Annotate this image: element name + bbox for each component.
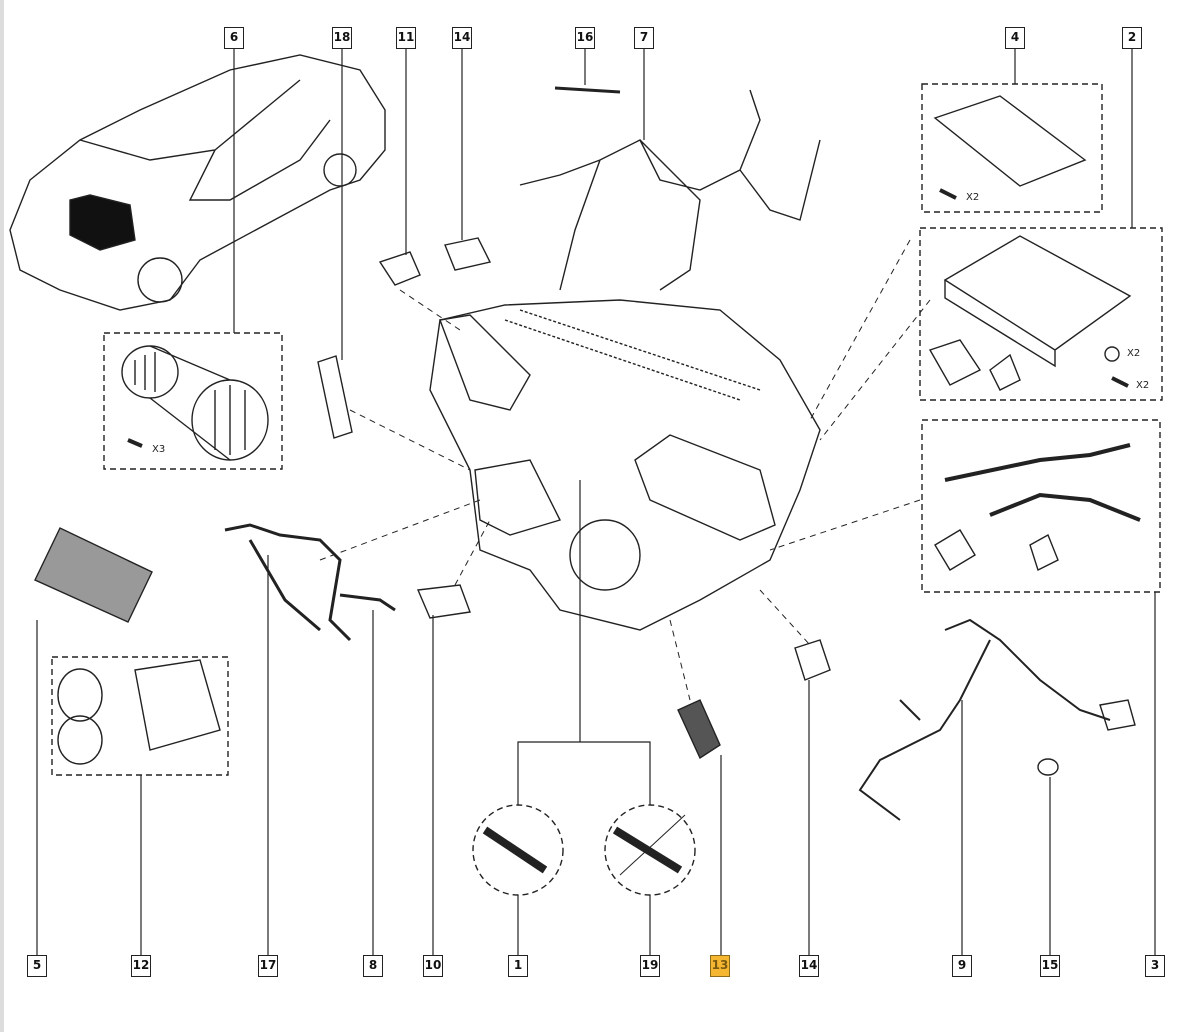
- quantity-label-part2-screws: X2: [1136, 380, 1150, 391]
- callout-8[interactable]: 8: [363, 955, 383, 977]
- callout-19[interactable]: 19: [640, 955, 660, 977]
- image-border: [0, 0, 4, 1032]
- part-12-box: [51, 656, 229, 776]
- part-4-box: [921, 83, 1103, 213]
- callout-7[interactable]: 7: [634, 27, 654, 49]
- cabin-filter-5-part: [34, 527, 153, 623]
- callout-11[interactable]: 11: [396, 27, 416, 49]
- wiring-harness-7-part: [519, 89, 821, 291]
- hose-17-part: [224, 523, 352, 642]
- blower-control-module-13-part: [677, 699, 721, 760]
- callout-13-highlighted[interactable]: 13: [710, 955, 730, 977]
- callout-5[interactable]: 5: [27, 955, 47, 977]
- callout-9[interactable]: 9: [952, 955, 972, 977]
- actuator-14b-part: [794, 639, 831, 681]
- hoses-3-part: [944, 443, 1141, 522]
- callout-17[interactable]: 17: [258, 955, 278, 977]
- callout-3[interactable]: 3: [1145, 955, 1165, 977]
- car-illustration: [9, 54, 386, 311]
- heater-element-4-part: [933, 95, 1087, 187]
- actuator-11-part: [378, 251, 421, 286]
- callout-2[interactable]: 2: [1122, 27, 1142, 49]
- resistor-10-part: [416, 584, 471, 619]
- callout-16[interactable]: 16: [575, 27, 595, 49]
- part-3-box: [921, 419, 1161, 593]
- wiring-harness-9-part: [858, 618, 1111, 821]
- filter-element-part: [317, 355, 353, 439]
- part-2-box: [919, 227, 1163, 401]
- part-6-box: [103, 332, 283, 470]
- quantity-label-part4-screws: X2: [966, 192, 980, 203]
- callout-14-bottom[interactable]: 14: [799, 955, 819, 977]
- quantity-label-part2-nuts: X2: [1127, 348, 1141, 359]
- heater-core-2-part: [943, 235, 1132, 368]
- pipe-8-part: [339, 593, 396, 612]
- quantity-label-part6-screws: X3: [152, 444, 166, 455]
- callout-1[interactable]: 1: [508, 955, 528, 977]
- callout-12[interactable]: 12: [131, 955, 151, 977]
- hvac-housing-assembly: [429, 299, 821, 631]
- cap-15-part: [1037, 758, 1059, 776]
- callout-14-top[interactable]: 14: [452, 27, 472, 49]
- callout-18[interactable]: 18: [332, 27, 352, 49]
- callout-6[interactable]: 6: [224, 27, 244, 49]
- sensor-16-part: [554, 86, 621, 94]
- actuator-14-part: [444, 237, 492, 271]
- blower-motor-part: [121, 345, 269, 461]
- callout-10[interactable]: 10: [423, 955, 443, 977]
- callout-4[interactable]: 4: [1005, 27, 1025, 49]
- callout-15[interactable]: 15: [1040, 955, 1060, 977]
